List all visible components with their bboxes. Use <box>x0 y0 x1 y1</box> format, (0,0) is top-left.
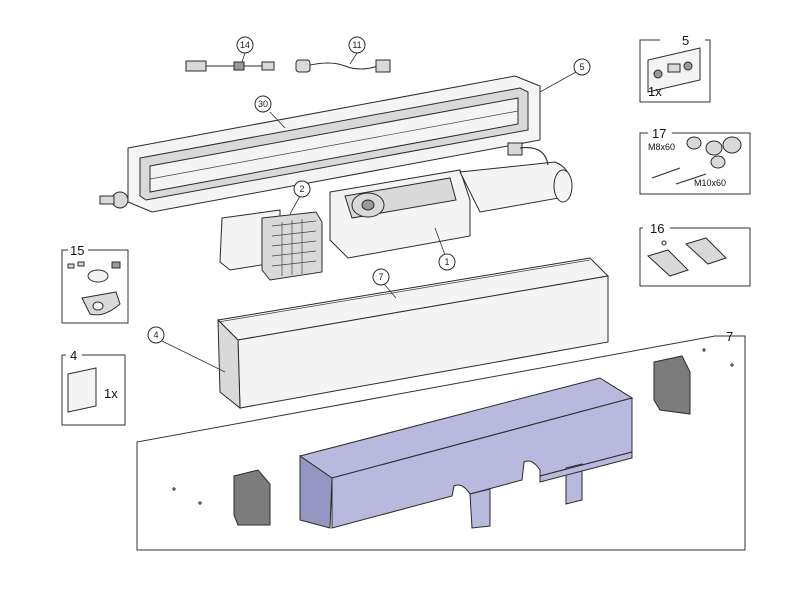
end-cap-left <box>233 469 271 526</box>
control-unit-part-2 <box>219 195 323 281</box>
callout-7: 7 <box>372 268 390 286</box>
box-7-number: 7 <box>726 329 733 344</box>
box-17-number: 17 <box>652 126 666 141</box>
callout-5: 5 <box>539 58 591 93</box>
detail-box-17: 17 M8x60 M10x60 <box>639 126 751 195</box>
box-17-spec-a: M8x60 <box>648 142 675 152</box>
box-4-number: 4 <box>70 348 77 363</box>
detail-box-15: 15 <box>61 243 129 324</box>
callout-30: 30 <box>254 95 272 113</box>
cover-lip <box>539 451 633 483</box>
callout-5-text: 5 <box>579 62 584 72</box>
box-17-spec-b: M10x60 <box>694 178 726 188</box>
end-cap-right <box>653 355 691 415</box>
callout-11: 11 <box>348 36 366 54</box>
cover-profile-part-4 <box>159 257 610 410</box>
callout-4: 4 <box>147 326 165 344</box>
callout-2-text: 2 <box>299 184 304 194</box>
callout-1-text: 1 <box>444 257 449 267</box>
detail-box-7: 7 <box>136 329 746 551</box>
callout-30-text: 30 <box>258 99 268 109</box>
callout-14: 14 <box>236 36 254 54</box>
box-5-number: 5 <box>682 33 689 48</box>
cover-front <box>331 397 633 529</box>
detail-box-4: 4 1x <box>61 348 126 426</box>
callout-7-text: 7 <box>378 272 383 282</box>
callout-14-text: 14 <box>240 40 250 50</box>
detail-box-5: 5 1x <box>639 33 711 103</box>
box-5-qty: 1x <box>648 84 662 99</box>
box-15-number: 15 <box>70 243 84 258</box>
cover-side <box>299 455 333 529</box>
cable-part-11 <box>295 52 391 73</box>
callout-1: 1 <box>438 253 456 271</box>
drive-unit-part-1 <box>329 142 573 259</box>
cover-tab-1 <box>469 488 491 529</box>
box-16-number: 16 <box>650 221 664 236</box>
callout-11-text: 11 <box>352 40 361 50</box>
detail-box-16: 16 <box>639 221 751 287</box>
box-4-qty: 1x <box>104 386 118 401</box>
callout-4-text: 4 <box>153 330 158 340</box>
callout-2: 2 <box>293 180 311 198</box>
base-frame-part-30 <box>99 75 541 213</box>
cable-part-14 <box>185 52 275 72</box>
